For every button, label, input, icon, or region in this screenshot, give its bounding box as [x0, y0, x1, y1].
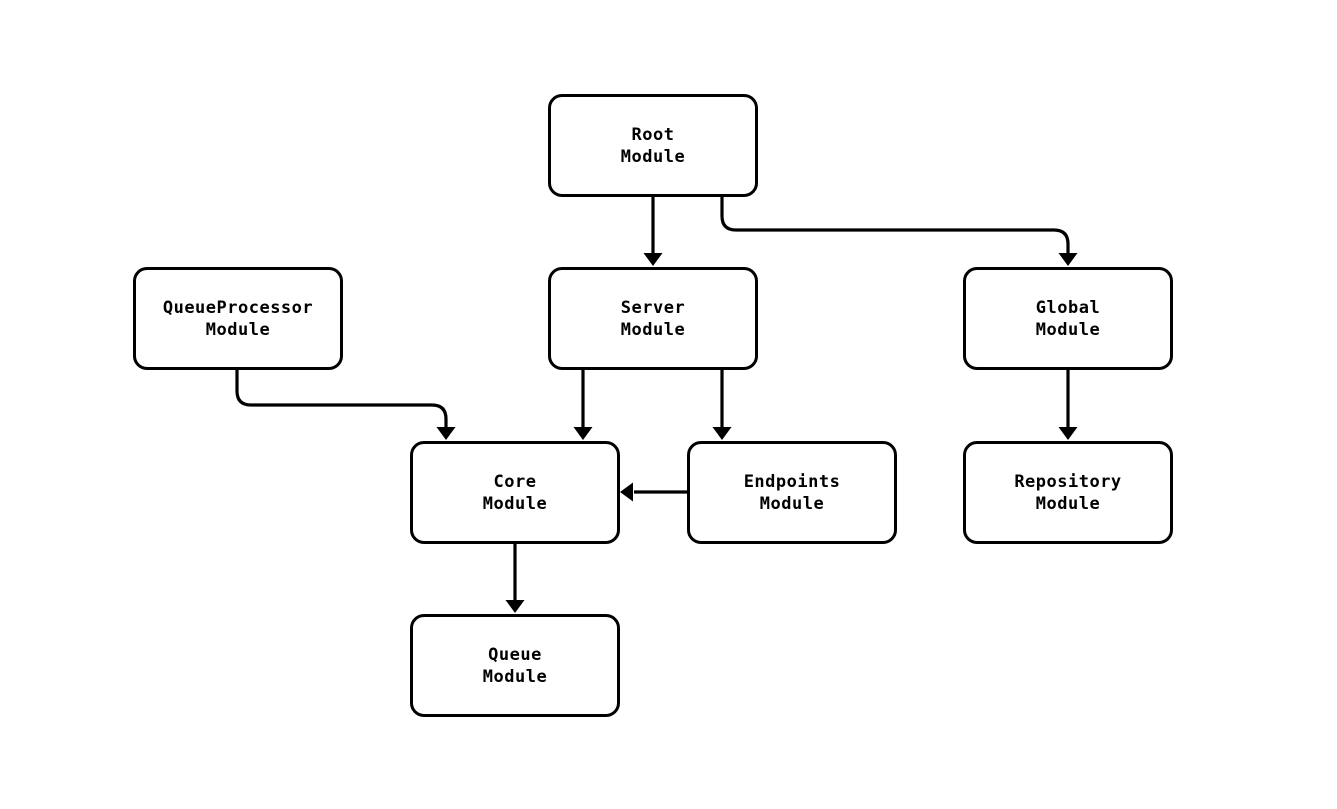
node-global-label-line1: Global	[1035, 297, 1101, 318]
edge-root-to-global	[720, 197, 1070, 254]
arrowhead-root-to-global	[1058, 253, 1078, 266]
node-root-label-line2: Module	[620, 146, 686, 167]
node-queueprocessor-label-line2: Module	[205, 319, 271, 340]
node-endpoints-label-line1: Endpoints	[743, 471, 841, 492]
arrowhead-queueprocessor-to-core	[436, 427, 456, 440]
node-core-label-line1: Core	[493, 471, 537, 492]
node-root-label-line1: Root	[631, 124, 675, 145]
arrowhead-server-to-endpoints	[712, 427, 732, 440]
arrowhead-server-to-core	[573, 427, 593, 440]
node-queue-label-line2: Module	[482, 666, 548, 687]
node-repository-label-line2: Module	[1035, 493, 1101, 514]
arrowhead-endpoints-to-core	[620, 482, 633, 502]
arrowhead-core-to-queue	[505, 600, 525, 613]
arrowhead-root-to-server	[643, 253, 663, 266]
arrowhead-global-to-repository	[1058, 427, 1078, 440]
node-server-label-line2: Module	[620, 319, 686, 340]
node-server-label-line1: Server	[620, 297, 686, 318]
node-queue-label-line1: Queue	[488, 644, 542, 665]
node-queueprocessor-label-line1: QueueProcessor	[162, 297, 314, 318]
edge-queueprocessor-to-core	[235, 370, 448, 428]
node-endpoints-label-line2: Module	[759, 493, 825, 514]
node-core-label-line2: Module	[482, 493, 548, 514]
node-global-label-line2: Module	[1035, 319, 1101, 340]
node-repository-label-line1: Repository	[1014, 471, 1122, 492]
